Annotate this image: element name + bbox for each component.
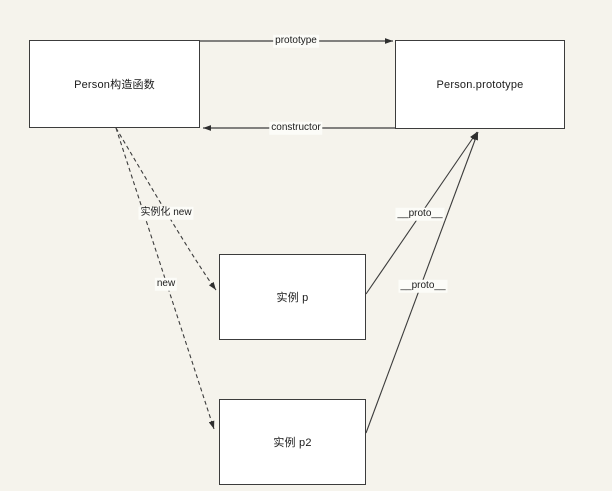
new-instance-p-arrow bbox=[115, 127, 217, 291]
node-instance-p: 实例 p bbox=[219, 254, 366, 340]
node-person-constructor-label: Person构造函数 bbox=[74, 79, 155, 91]
edge-label-constructor: constructor bbox=[269, 121, 323, 135]
edge-label-proto-p: __proto__ bbox=[395, 207, 445, 221]
edge-label-proto-p2: __proto__ bbox=[398, 279, 448, 293]
edge-label-new: new bbox=[154, 277, 178, 291]
bottom-margin-strip bbox=[0, 491, 612, 500]
edge-label-instantiate-new: 实例化 new bbox=[138, 206, 194, 220]
node-instance-p2: 实例 p2 bbox=[219, 399, 366, 485]
new-instance-p2-arrow bbox=[115, 127, 215, 430]
node-person-prototype: Person.prototype bbox=[395, 40, 565, 129]
node-instance-p-label: 实例 p bbox=[276, 292, 309, 304]
node-person-constructor: Person构造函数 bbox=[29, 40, 200, 128]
node-person-prototype-label: Person.prototype bbox=[436, 78, 524, 91]
node-instance-p2-label: 实例 p2 bbox=[273, 437, 312, 449]
edge-label-prototype: prototype bbox=[273, 34, 319, 48]
